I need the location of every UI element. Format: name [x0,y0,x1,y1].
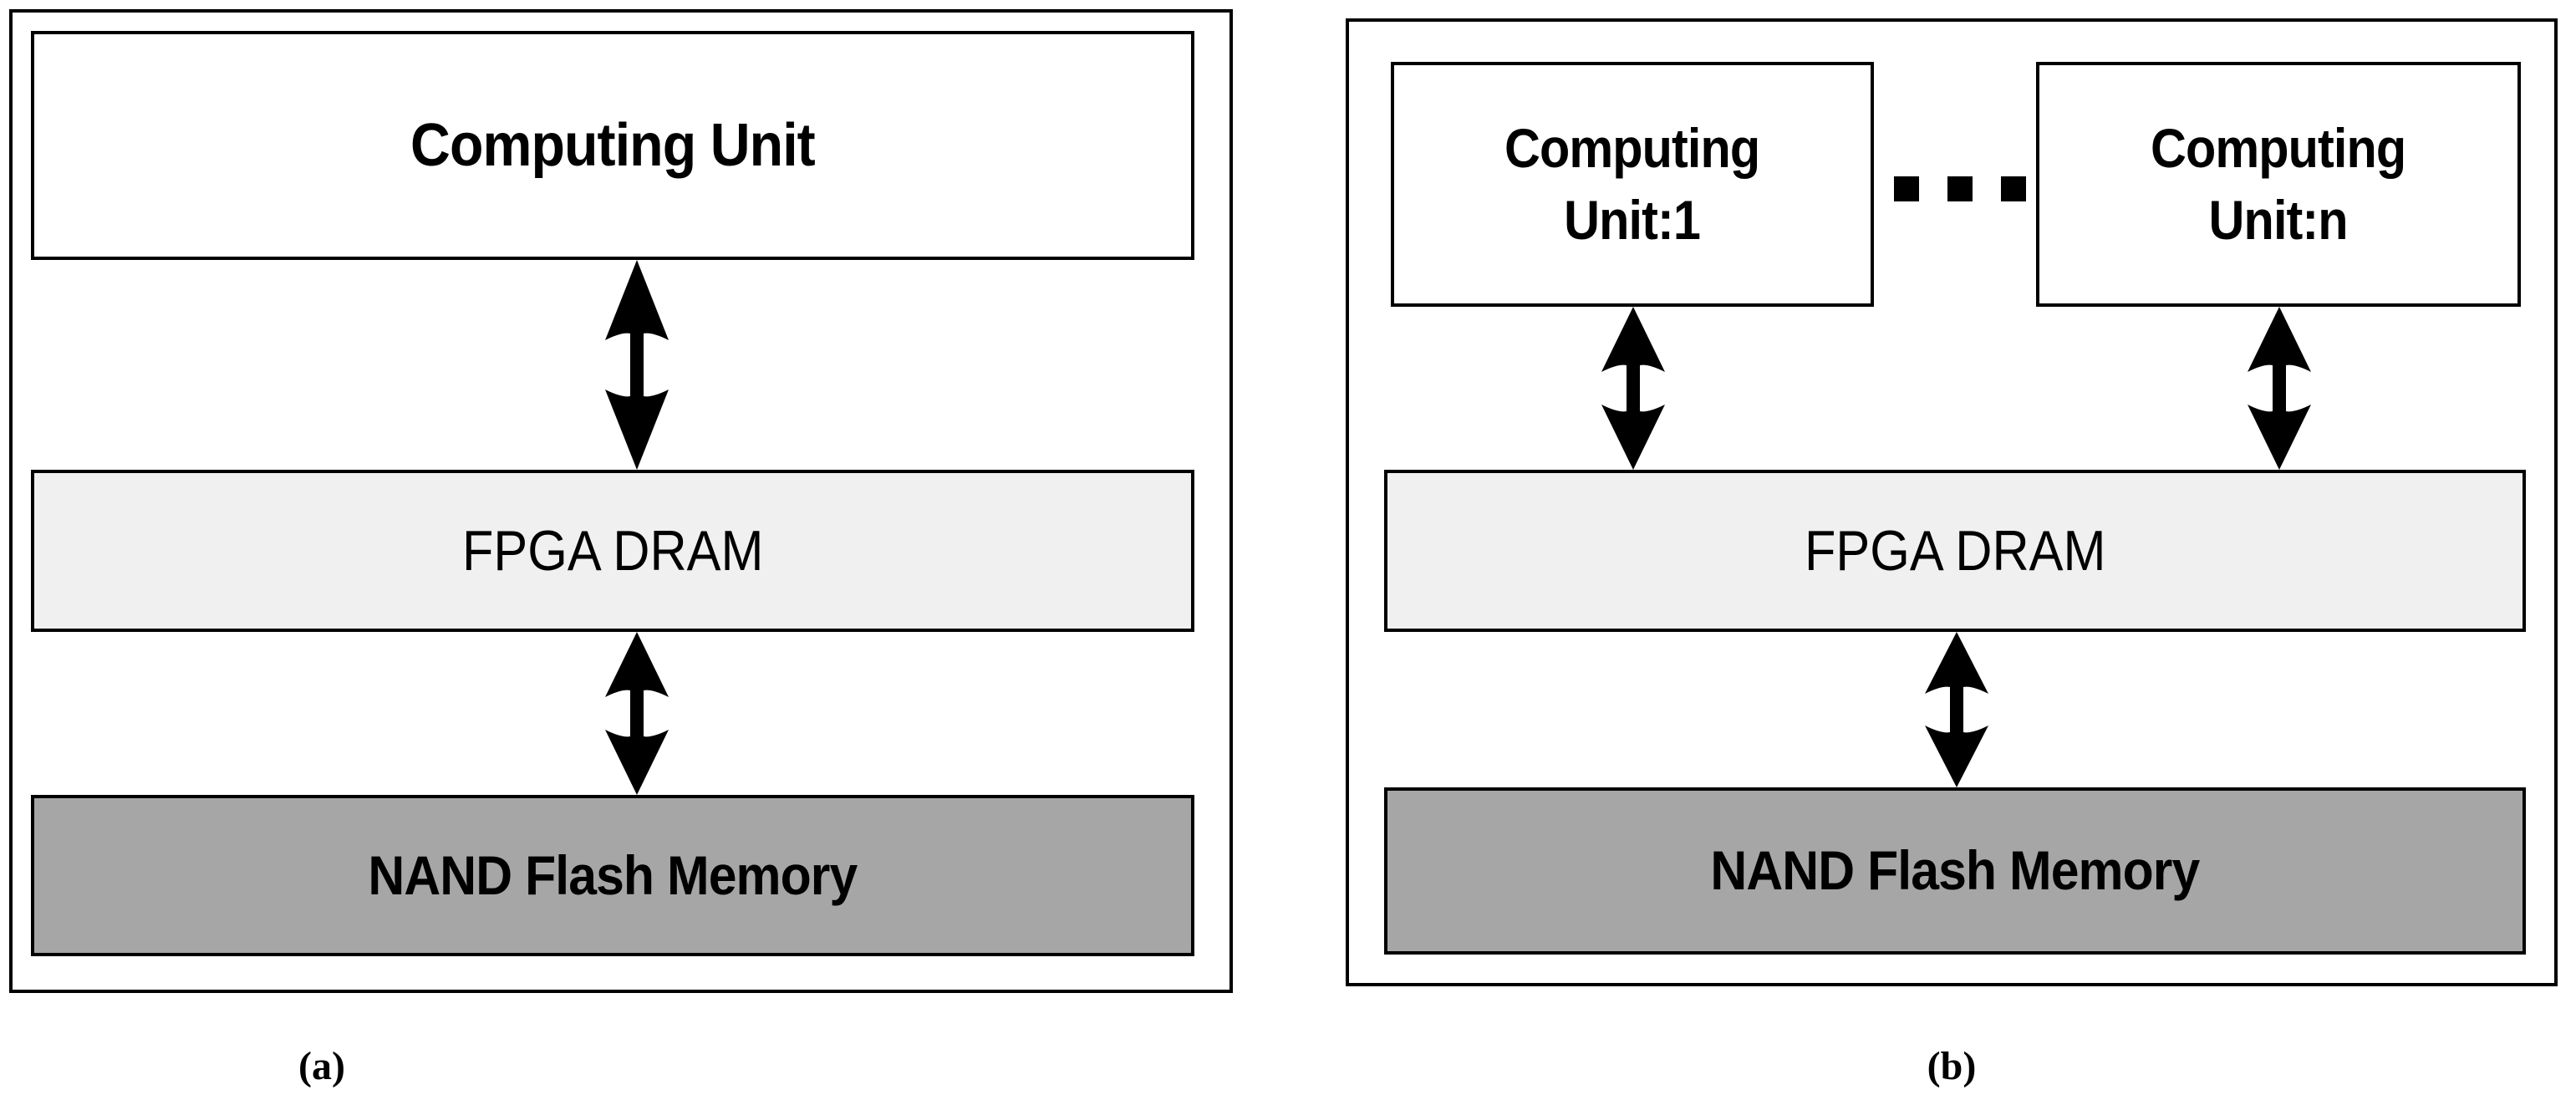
arrow-cu-to-dram [603,260,670,470]
node-computing-unit[interactable]: Computing Unit [31,31,1194,260]
double-headed-arrow-icon [2248,307,2311,470]
node-label-line2: Unit:1 [1564,188,1702,251]
node-fpga-dram[interactable]: FPGA DRAM [31,470,1194,632]
arrow-cu1-to-dram [1600,307,1667,470]
ellipsis-dot [1947,176,1973,201]
node-computing-unit-n[interactable]: Computing Unit:n [2036,62,2521,307]
panel-b-caption: (b) [1927,1044,1977,1088]
node-fpga-dram[interactable]: FPGA DRAM [1384,470,2526,632]
double-headed-arrow-icon [605,260,669,470]
panel-b: Computing Unit:1 Computing Unit:n FPGA D… [1346,18,2558,986]
ellipsis-between-computing-units [1884,172,2036,206]
node-nand-flash-memory[interactable]: NAND Flash Memory [31,795,1194,956]
node-computing-unit-1[interactable]: Computing Unit:1 [1391,62,1874,307]
double-headed-arrow-icon [1925,632,1988,787]
node-label: FPGA DRAM [1804,518,2106,583]
double-headed-arrow-icon [605,632,669,795]
double-headed-arrow-icon [1601,307,1665,470]
node-label-line1: Computing [2151,116,2406,179]
node-label-line2: Unit:n [2208,188,2349,251]
node-label-line1: Computing [1504,116,1760,179]
ellipsis-dot [2001,176,2026,201]
node-label: Computing Unit [410,111,816,179]
ellipsis-dot [1894,176,1919,201]
arrow-cun-to-dram [2246,307,2313,470]
node-label: NAND Flash Memory [1710,839,2201,902]
arrow-dram-to-nand [1923,632,1990,787]
node-nand-flash-memory[interactable]: NAND Flash Memory [1384,787,2526,955]
arrow-dram-to-nand [603,632,670,795]
panel-a-caption: (a) [298,1044,345,1088]
node-label: FPGA DRAM [461,518,764,583]
node-label: Computing Unit:1 [1504,113,1760,257]
panel-a: Computing Unit FPGA DRAM NAND Flash Memo… [9,9,1233,993]
node-label: NAND Flash Memory [368,843,858,906]
node-label: Computing Unit:n [2151,113,2406,257]
